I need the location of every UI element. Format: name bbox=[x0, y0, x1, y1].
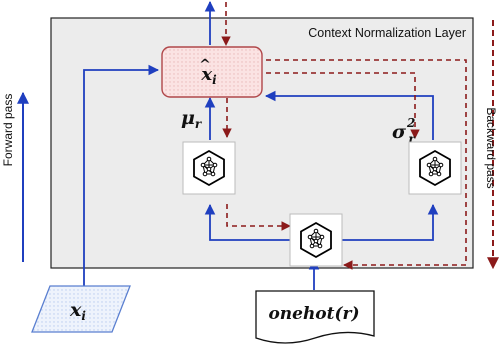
mu-sub: r bbox=[195, 117, 203, 131]
mu-base: μ bbox=[181, 107, 195, 129]
backward-pass-label: Backward pass bbox=[484, 107, 498, 188]
xhat-node: xi ^ bbox=[161, 46, 263, 98]
xhat-base: x bbox=[200, 64, 212, 85]
mu-label: μr bbox=[181, 107, 203, 131]
shared-network-box bbox=[289, 213, 343, 267]
layer-title: Context Normalization Layer bbox=[308, 26, 466, 40]
sigma-sub: r bbox=[408, 132, 416, 146]
xi-base: x bbox=[69, 299, 82, 321]
mu-network-box bbox=[182, 141, 236, 195]
sigma-label: σ2 r bbox=[392, 116, 416, 146]
xhat-hat: ^ bbox=[199, 57, 211, 73]
sigma-network-box bbox=[408, 141, 462, 195]
backward-paths bbox=[221, 2, 467, 270]
svg-text:xi: xi bbox=[69, 299, 86, 323]
onehot-input-node: onehot(r) bbox=[255, 290, 375, 344]
forward-pass-label: Forward pass bbox=[1, 94, 15, 167]
input-xi-node: xi bbox=[31, 285, 131, 333]
xi-sub: i bbox=[81, 309, 86, 323]
sigma-base: σ bbox=[392, 121, 407, 143]
svg-text:xi: xi bbox=[200, 64, 217, 87]
xhat-sub: i bbox=[212, 73, 217, 87]
sigma-sup: 2 bbox=[406, 116, 415, 130]
onehot-label: onehot(r) bbox=[268, 304, 359, 324]
